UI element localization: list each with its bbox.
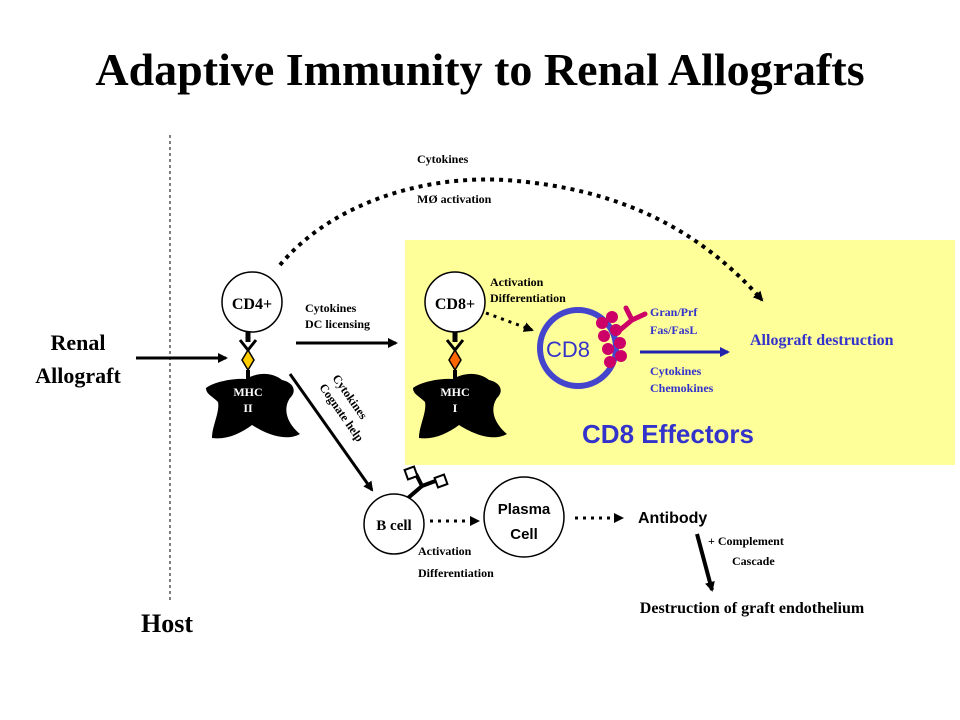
cytokines-chemokines-label-line2: Chemokines — [650, 381, 714, 395]
cd8-precursor-label: CD8+ — [435, 296, 475, 313]
cd8-effector-label: CD8 — [546, 337, 590, 362]
mhc-i-label-line2: I — [453, 401, 458, 415]
granule — [598, 330, 610, 342]
granule — [596, 317, 608, 329]
cd4-cell — [221, 271, 283, 333]
renal-allograft-label-line2: Allograft — [35, 363, 121, 388]
mhc-ii-label-line2: II — [243, 401, 253, 415]
cd4-label: CD4+ — [232, 296, 272, 313]
activation-b-label-line1: Activation — [418, 544, 472, 558]
endothelium-destruction-label: Destruction of graft endothelium — [640, 600, 865, 617]
cd8-precursor-cell — [424, 271, 486, 333]
b-cell-receptor-tip-b — [433, 473, 449, 489]
cd8-activation-arrow — [485, 311, 534, 332]
mhc-ii-peptide-diamond — [241, 348, 255, 372]
cytotoxic-granules — [596, 311, 627, 368]
antibody-label: Antibody — [638, 510, 707, 527]
cognate-help-arrow — [288, 373, 374, 492]
cd8-effectors-label: CD8 Effectors — [582, 419, 754, 449]
mhc-ii-label-line1: MHC — [233, 385, 262, 399]
granule — [610, 324, 622, 336]
complement-label-line2: Cascade — [732, 554, 775, 568]
apc-mhc-ii-shape — [206, 373, 300, 439]
top-cytokines-label: Cytokines — [417, 152, 469, 166]
gran-prf-label: Gran/Prf — [650, 305, 698, 319]
plasma-cell — [483, 476, 565, 558]
cd8-effector-receptor — [617, 305, 648, 333]
mhc-i-label-line1: MHC — [440, 385, 469, 399]
b-cell-label: B cell — [376, 518, 411, 534]
activation-cd8-label-line1: Activation — [490, 275, 544, 289]
granule — [606, 311, 618, 323]
plasma-cell-label-line2: Cell — [510, 526, 538, 543]
cytokines-chemokines-label-line1: Cytokines — [650, 364, 702, 378]
allograft-destruction-label: Allograft destruction — [750, 332, 894, 349]
cytokines-dc-label-line2: DC licensing — [305, 317, 370, 331]
cognate-help-label-group: Cytokines Cognate help — [316, 372, 370, 445]
renal-allograft-label-line1: Renal — [51, 330, 106, 355]
complement-label-line1: + Complement — [708, 534, 784, 548]
b-cell — [363, 493, 425, 555]
fas-fasl-label: Fas/FasL — [650, 323, 697, 337]
top-macrophage-label: MØ activation — [417, 192, 492, 206]
cytokines-dc-label-line1: Cytokines — [305, 301, 357, 315]
cd8-effector-cell — [537, 307, 619, 389]
granule — [614, 337, 626, 349]
plasma-cell-label-line1: Plasma — [498, 501, 551, 518]
granule — [602, 343, 614, 355]
b-cell-receptor-tip-a — [403, 465, 419, 481]
apc-mhc-i-shape — [413, 373, 507, 439]
granule — [615, 350, 627, 362]
granule — [604, 356, 616, 368]
antibody-to-endothelium-arrow — [695, 533, 715, 592]
activation-b-label-line2: Differentiation — [418, 566, 494, 580]
diagram-title: Adaptive Immunity to Renal Allografts — [95, 44, 864, 95]
activation-cd8-label-line2: Differentiation — [490, 291, 566, 305]
host-label: Host — [141, 609, 193, 638]
